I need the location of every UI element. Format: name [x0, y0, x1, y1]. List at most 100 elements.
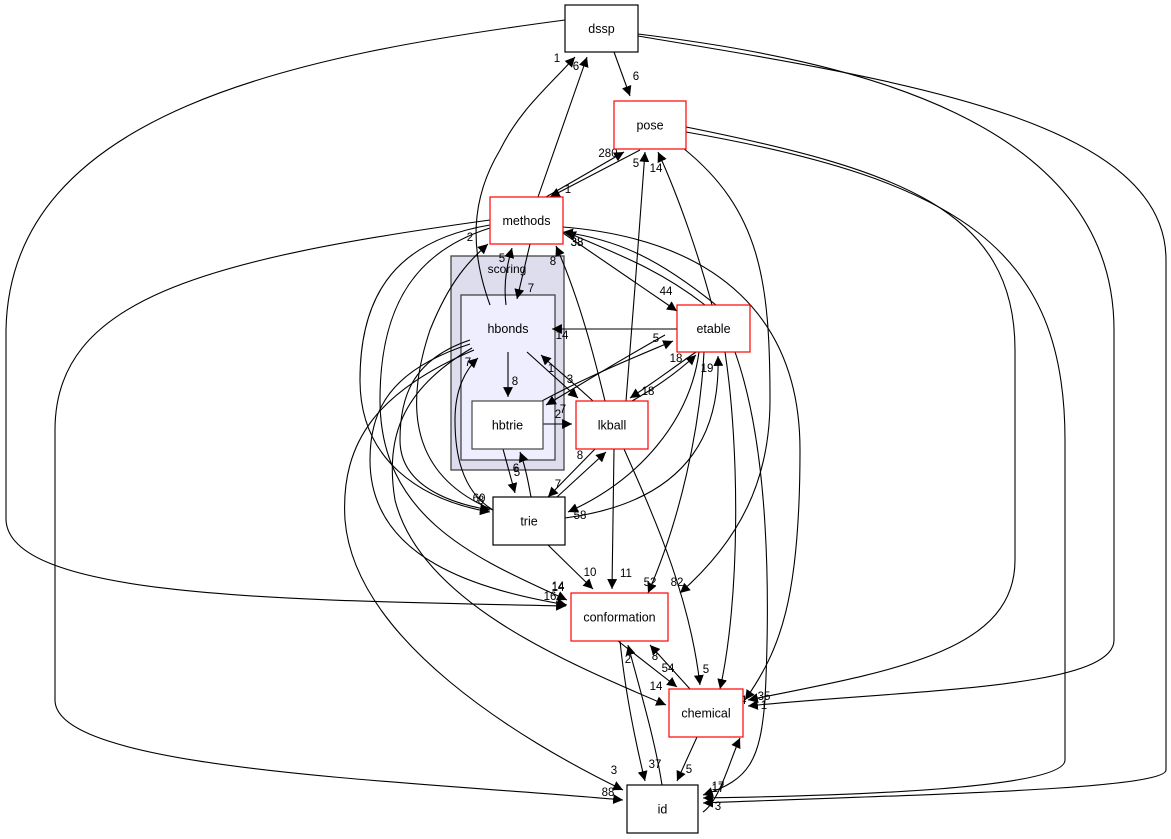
edge-etable-to-id[interactable] — [702, 351, 768, 797]
node-conformation[interactable]: conformation — [570, 592, 669, 642]
edge-etable-to-lkball[interactable] — [629, 351, 697, 399]
edge-label-hbonds-to-hbtrie[interactable]: 8 — [512, 376, 518, 388]
edge-label-trie-to-etable[interactable]: 19 — [701, 363, 714, 375]
edge-lkball-to-etable[interactable] — [631, 354, 697, 402]
edge-label-conformation-to-chemical[interactable]: 54 — [662, 663, 675, 675]
node-chemical[interactable]: chemical — [668, 688, 744, 738]
edge-label-trie-to-hbtrie[interactable]: 5 — [514, 467, 520, 479]
edge-label-chemical-to-id[interactable]: 5 — [686, 764, 692, 776]
edge-label-etable-to-lkball[interactable]: 18 — [642, 386, 655, 398]
edge-trie-to-hbonds[interactable] — [454, 357, 494, 511]
edge-label-methods-to-etable[interactable]: 44 — [660, 286, 673, 298]
edge-label-lkball-to-hbonds[interactable]: 1 — [548, 363, 554, 375]
node-hbtrie[interactable]: hbtrie — [471, 400, 544, 450]
edge-dssp-to-chemical[interactable] — [637, 33, 1115, 710]
edge-chemical-to-id[interactable] — [676, 736, 698, 782]
edge-pose-to-methods[interactable] — [549, 149, 641, 198]
edge-label-dssp-to-id[interactable]: 3 — [715, 801, 721, 813]
edge-label-dssp-to-pose[interactable]: 6 — [633, 71, 639, 83]
node-etable[interactable]: etable — [676, 304, 751, 353]
edge-label-hbtrie-to-trie[interactable]: 6 — [513, 463, 519, 475]
edge-label-hbonds-to-methods[interactable]: 5 — [499, 253, 505, 265]
edge-label-dssp-to-conformation[interactable]: 16 — [544, 591, 557, 603]
edge-label-lkball-to-trie[interactable]: 7 — [555, 479, 561, 491]
edge-pose-to-conformation[interactable] — [679, 147, 771, 594]
edge-hbonds-to-lkball[interactable] — [526, 351, 579, 399]
edge-label-pose-to-methods[interactable]: 1 — [565, 184, 571, 196]
edge-hbtrie-to-trie[interactable] — [502, 448, 518, 494]
edge-trie-to-hbtrie[interactable] — [518, 451, 532, 498]
edge-label-hbtrie-to-etable[interactable]: 5 — [653, 333, 659, 345]
edge-lkball-to-conformation[interactable] — [607, 448, 618, 590]
node-dssp[interactable]: dssp — [564, 4, 639, 53]
edge-label-lkball-to-chemical[interactable]: 5 — [703, 664, 709, 676]
edge-label-etable-to-id[interactable]: 17 — [712, 781, 725, 793]
edge-label-methods-to-id[interactable]: 88 — [602, 787, 615, 799]
edge-methods-to-conformation[interactable] — [379, 227, 568, 601]
edge-label-methods-to-conformation[interactable]: 14 — [552, 581, 565, 593]
edge-methods-to-trie[interactable] — [359, 224, 491, 516]
edge-dssp-to-id[interactable] — [637, 35, 1167, 808]
edge-label-conformation-to-id[interactable]: 37 — [649, 759, 662, 771]
edge-label-etable-to-hbonds[interactable]: 14 — [556, 330, 569, 342]
edge-etable-to-chemical[interactable] — [717, 351, 737, 690]
edge-dssp-to-pose[interactable] — [613, 51, 632, 97]
edge-label-lkball-to-etable[interactable]: 18 — [670, 353, 683, 365]
edge-trie-to-conformation[interactable] — [547, 544, 594, 590]
edge-pose-to-chemical[interactable] — [685, 126, 1016, 703]
edge-conformation-to-id[interactable] — [619, 640, 648, 782]
edge-methods-to-dssp[interactable] — [537, 56, 589, 198]
edge-label-hbonds-to-lkball[interactable]: 3 — [567, 374, 573, 386]
edge-label-etable-to-methods[interactable]: 38 — [571, 237, 584, 249]
edge-label-lkball-to-hbtrie[interactable]: 7 — [560, 404, 566, 416]
edge-trie-to-etable[interactable] — [564, 355, 724, 519]
edge-label-methods-to-hbonds[interactable]: 7 — [528, 283, 534, 295]
edge-label-dssp-to-chemical[interactable]: 35 — [758, 691, 771, 703]
edge-label-hbonds-to-trie[interactable]: 8 — [478, 495, 484, 507]
edge-id-to-chemical[interactable] — [702, 737, 741, 813]
edge-label-hbonds-to-id[interactable]: 3 — [611, 765, 617, 777]
edge-label-chemical-to-conformation[interactable]: 8 — [652, 651, 658, 663]
node-hbonds[interactable]: hbonds — [487, 322, 528, 336]
edge-lkball-to-hbonds[interactable] — [540, 354, 594, 402]
edge-hbonds-to-methods[interactable] — [504, 247, 515, 306]
edge-label-methods-to-trie[interactable]: 60 — [473, 493, 486, 505]
edge-trie-to-lkball[interactable] — [556, 451, 607, 498]
edge-label-methods-to-dssp[interactable]: 6 — [573, 61, 579, 73]
edge-etable-to-methods[interactable] — [562, 228, 717, 306]
node-id[interactable]: id — [626, 784, 699, 834]
node-trie[interactable]: trie — [492, 496, 566, 546]
edge-chemical-to-conformation[interactable] — [649, 644, 691, 690]
edge-lkball-to-trie[interactable] — [547, 448, 596, 498]
edge-hbtrie-to-etable[interactable] — [539, 340, 674, 403]
edge-label-lkball-to-methods[interactable]: 8 — [550, 256, 556, 268]
edge-dssp-to-conformation[interactable] — [5, 19, 567, 611]
edge-label-etable-to-methods[interactable]: 38 — [571, 237, 584, 249]
edge-label-id-to-chemical[interactable]: 1 — [761, 700, 767, 712]
edge-label-trie-to-conformation[interactable]: 10 — [584, 567, 597, 579]
edge-hbonds-to-conformation[interactable] — [369, 343, 568, 609]
edge-label-lkball-to-conformation[interactable]: 11 — [620, 568, 632, 580]
edge-id-to-conformation[interactable] — [625, 644, 663, 786]
node-pose[interactable]: pose — [613, 100, 687, 150]
edge-hbonds-to-trie[interactable] — [399, 339, 491, 514]
edge-label-pose-to-conformation[interactable]: 82 — [671, 577, 684, 589]
edge-label-pose-to-id[interactable]: 17 — [712, 783, 725, 795]
edge-pose-to-id[interactable] — [685, 131, 1066, 803]
edge-label-trie-to-hbonds[interactable]: 7 — [465, 357, 471, 369]
node-lkball[interactable]: lkball — [575, 400, 649, 450]
edge-lkball-to-methods[interactable] — [555, 245, 606, 402]
edge-label-hbonds-to-chemical[interactable]: 14 — [650, 681, 663, 693]
edge-methods-to-hbonds[interactable] — [514, 243, 531, 300]
edge-etable-to-conformation[interactable] — [647, 351, 705, 594]
edge-etable-to-trie[interactable] — [567, 351, 700, 513]
edge-hbonds-to-chemical[interactable] — [391, 347, 667, 706]
edge-label-trie-to-methods[interactable]: 2 — [467, 232, 473, 244]
edge-trie-to-methods[interactable] — [416, 243, 494, 511]
edge-hbonds-to-id[interactable] — [344, 349, 624, 791]
edge-label-etable-to-trie[interactable]: 58 — [574, 510, 587, 522]
edge-etable-to-methods[interactable] — [565, 231, 706, 306]
edge-hbonds-to-dssp[interactable] — [475, 56, 576, 306]
edge-methods-to-id[interactable] — [54, 219, 624, 805]
edge-label-hbonds-to-conformation[interactable]: 14 — [552, 582, 565, 594]
